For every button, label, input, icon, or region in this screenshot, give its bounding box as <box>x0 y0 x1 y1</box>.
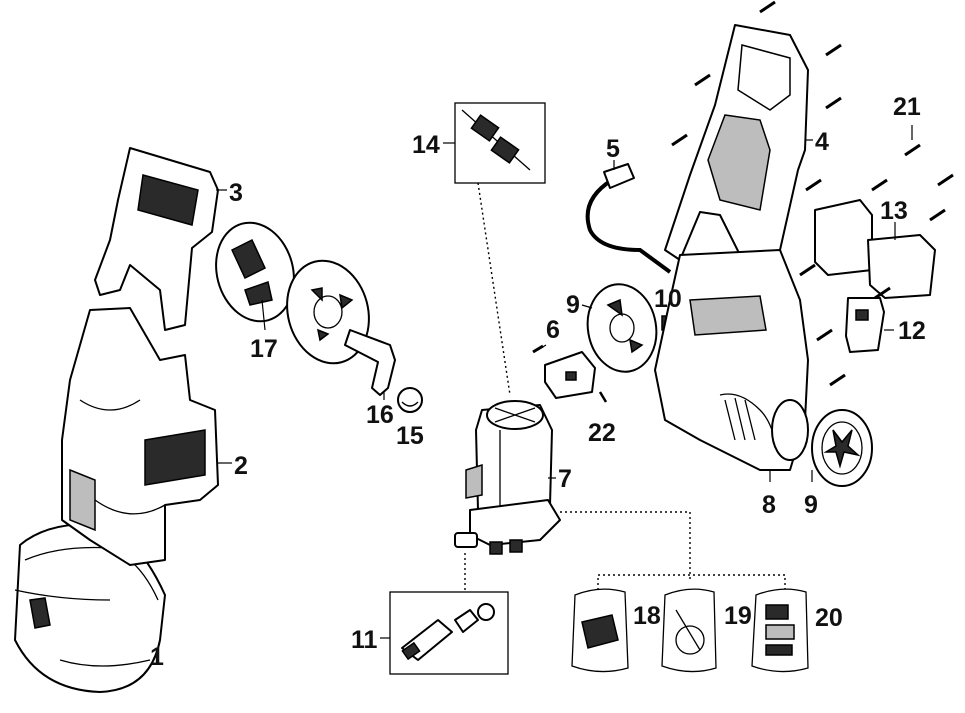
screws <box>532 0 954 387</box>
part-1-front-cover <box>14 523 166 693</box>
part-8-base-frame <box>654 249 809 482</box>
part-15-knob <box>397 387 423 413</box>
callout-18: 18 <box>633 602 661 630</box>
callout-7: 7 <box>558 465 572 493</box>
callout-5: 5 <box>606 135 620 163</box>
callout-13: 13 <box>880 197 908 225</box>
part-11-inlet-box <box>380 591 509 675</box>
callout-17: 17 <box>250 335 278 363</box>
leader-14-to-7 <box>477 182 511 396</box>
part-9-reel-disk <box>581 283 658 373</box>
callout-20: 20 <box>815 604 843 632</box>
part-5-power-cord <box>585 160 672 274</box>
callout-3: 3 <box>229 179 243 207</box>
callout-16: 16 <box>366 401 394 429</box>
part-7-motor-pump <box>454 400 561 555</box>
leader-accessory-branch <box>597 574 786 590</box>
callout-15: 15 <box>396 422 424 450</box>
leader-accessories-to-7 <box>560 511 691 580</box>
callout-14: 14 <box>412 131 440 159</box>
part-22-screw <box>598 391 608 403</box>
part-16-crank <box>344 329 396 400</box>
part-12-small-holder <box>845 297 894 353</box>
callout-22: 22 <box>588 419 616 447</box>
callout-4: 4 <box>815 128 829 156</box>
part-20-accessory <box>751 588 809 673</box>
callout-21: 21 <box>893 93 921 121</box>
callout-9-lower: 9 <box>804 491 818 519</box>
part-9-wheel <box>811 409 873 487</box>
part-2-main-housing <box>61 307 232 566</box>
callout-19: 19 <box>724 602 752 630</box>
callout-12: 12 <box>898 317 926 345</box>
callout-9-upper: 9 <box>566 291 580 319</box>
part-17-hose-reel <box>215 221 370 365</box>
callout-6: 6 <box>546 316 560 344</box>
part-3-handle <box>94 147 227 331</box>
callout-1: 1 <box>150 643 164 671</box>
callout-2: 2 <box>234 452 248 480</box>
callout-10: 10 <box>654 285 682 313</box>
part-19-accessory <box>661 588 717 673</box>
part-14-brushes-box <box>443 102 546 184</box>
part-18-accessory <box>571 588 629 673</box>
callout-8: 8 <box>762 491 776 519</box>
part-13-holders <box>814 199 936 299</box>
part-6-terminal-block <box>537 344 596 399</box>
part-4-rear-frame <box>664 24 813 261</box>
callout-11: 11 <box>351 626 378 654</box>
